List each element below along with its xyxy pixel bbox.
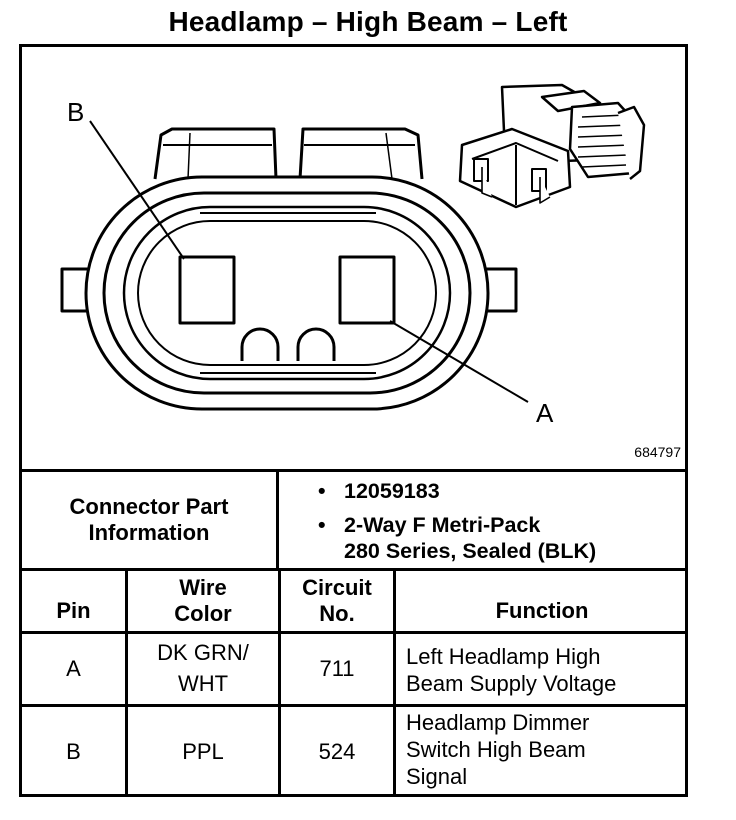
row-b-circuit: 524 <box>318 739 356 765</box>
row-b-pin: B <box>66 739 81 765</box>
row-a-wire-line2: WHT <box>177 671 229 696</box>
pin-b-cavity <box>178 255 236 325</box>
header-circuit-no: Circuit No. <box>281 571 393 631</box>
divider-col-wire <box>278 568 281 797</box>
row-a-wire-line1: DK GRN/ <box>157 640 249 666</box>
header-circuit-line1: Circuit <box>302 575 372 601</box>
row-b-function-line3: Signal <box>406 763 468 789</box>
connector-info-label-line1: Connector Part <box>69 494 229 520</box>
connector-info-label-line2: Information <box>88 520 210 545</box>
pin-b-label: B <box>67 97 85 127</box>
bullet: • <box>318 513 326 538</box>
connector-description-line1: 2-Way F Metri-Pack <box>344 513 541 538</box>
bullet: • <box>318 479 326 503</box>
pin-a-label: A <box>536 398 554 428</box>
pin-a-cavity <box>338 255 396 325</box>
header-pin: Pin <box>56 598 91 624</box>
divider-col-circuit <box>393 568 396 797</box>
divider-col-pin <box>125 568 128 797</box>
divider-row-a-b <box>19 704 688 707</box>
connector-info-details: • 12059183 • 2-Way F Metri-Pack 280 Seri… <box>318 478 596 565</box>
divider-header-row <box>19 631 688 634</box>
connector-body-outer <box>84 175 490 411</box>
connector-description-line2: 280 Series, Sealed (BLK) <box>344 539 597 564</box>
row-b-wire-color: PPL <box>182 739 224 765</box>
row-a-function: Left Headlamp High Beam Supply Voltage <box>406 644 616 698</box>
row-b-function-line2: Switch High Beam <box>406 736 586 762</box>
right-top-tab <box>298 127 424 180</box>
header-wire-line2: Color <box>174 601 232 626</box>
divider-diagram-info <box>19 469 688 472</box>
connector-sheet-frame <box>19 44 688 797</box>
pin-a-leader <box>389 320 529 403</box>
row-a-pin: A <box>66 656 81 682</box>
pin-b-leader <box>89 120 185 260</box>
row-a-function-line2: Beam Supply Voltage <box>406 670 617 696</box>
row-b-function: Headlamp Dimmer Switch High Beam Signal <box>406 710 589 790</box>
figure-reference-number: 684797 <box>634 444 681 460</box>
header-wire-color: Wire Color <box>128 571 278 631</box>
row-a-circuit: 711 <box>319 656 355 682</box>
row-a-function-line1: Left Headlamp High <box>406 644 601 669</box>
row-b-function-line1: Headlamp Dimmer <box>406 710 590 735</box>
header-wire-line1: Wire <box>179 575 227 601</box>
left-top-tab <box>153 127 278 180</box>
divider-info-table <box>19 568 688 571</box>
connector-info-label: Connector Part Information <box>22 472 276 568</box>
connector-diagram <box>60 83 646 411</box>
page-title: Headlamp – High Beam – Left <box>168 6 568 37</box>
connector-perspective-view <box>458 83 646 209</box>
header-circuit-line2: No. <box>319 601 355 626</box>
header-function: Function <box>495 598 589 624</box>
divider-info-vertical <box>276 469 279 571</box>
row-a-wire-color: DK GRN/ WHT <box>128 634 278 704</box>
part-number: 12059183 <box>344 479 440 503</box>
